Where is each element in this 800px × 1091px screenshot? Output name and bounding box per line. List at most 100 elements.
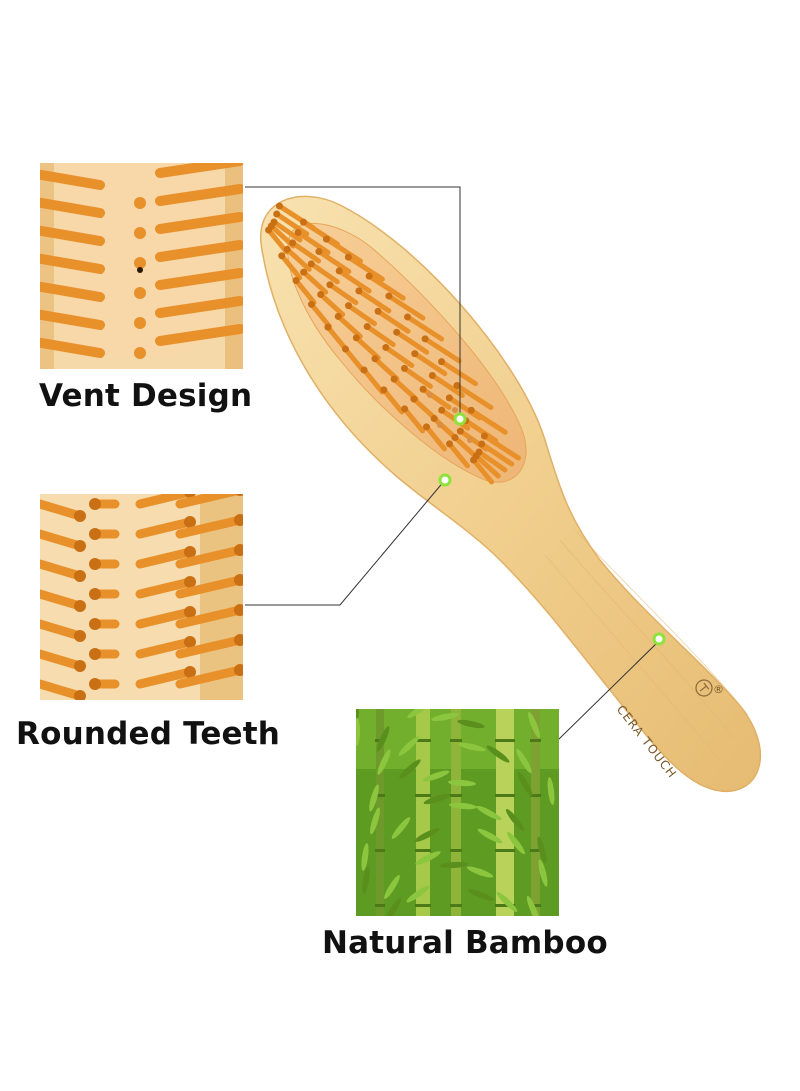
- bristle-tip: [453, 381, 461, 389]
- bristle-tip: [438, 358, 446, 366]
- bamboo-leaf: [384, 875, 400, 899]
- rounded-tooth: [175, 575, 243, 599]
- bamboo-leaf: [449, 802, 477, 810]
- bristle-tip: [273, 210, 281, 218]
- bamboo-node: [415, 739, 431, 742]
- bristle: [439, 359, 479, 387]
- closeup-bristle: [40, 281, 105, 302]
- bristle: [366, 273, 406, 301]
- callout-lines: [245, 186, 661, 741]
- bristle: [316, 248, 352, 274]
- bristle-tip: [430, 415, 438, 423]
- rounded-tooth: [40, 559, 85, 581]
- bristle: [318, 292, 346, 318]
- bamboo-node: [530, 849, 541, 852]
- bamboo-leaf: [399, 759, 421, 779]
- bamboo-leaf: [528, 711, 540, 739]
- closeup-bristle: [40, 309, 105, 330]
- bamboo-stalk: [376, 709, 384, 916]
- bristle-tip: [421, 335, 429, 343]
- bamboo-node: [495, 904, 515, 907]
- bamboo-node: [530, 904, 541, 907]
- bamboo-leaf: [538, 859, 548, 887]
- bristle: [279, 253, 303, 281]
- bristle: [301, 269, 329, 295]
- callout-line-vent: [245, 186, 461, 418]
- bristle-tip: [307, 260, 315, 268]
- bristle: [308, 301, 332, 329]
- bamboo-node: [375, 904, 385, 907]
- bristle-tip: [393, 328, 401, 336]
- bamboo-leaf: [537, 836, 547, 864]
- bristle-tip: [363, 323, 371, 331]
- bristle-tip: [410, 395, 418, 403]
- closeup-bristle: [40, 253, 105, 274]
- rounded-tooth-tip: [89, 558, 101, 570]
- rounded-tooth-tip: [74, 630, 86, 642]
- bristle-tip: [355, 287, 363, 295]
- bristle: [420, 386, 452, 410]
- rounded-tooth: [175, 494, 243, 509]
- bristle: [325, 324, 349, 352]
- bristle-tip: [478, 440, 486, 448]
- bristle: [454, 382, 494, 410]
- bristle-tip: [428, 371, 436, 379]
- bristle: [323, 236, 363, 264]
- bristle-tip: [289, 239, 297, 247]
- closeup-bristle-base: [134, 317, 146, 329]
- vent-holes: [427, 392, 473, 443]
- bamboo-leaf: [370, 807, 380, 835]
- natural-bamboo-label: Natural Bamboo: [322, 925, 608, 961]
- bristle-tip: [307, 300, 315, 308]
- bristle: [375, 308, 411, 334]
- bamboo-leaf: [376, 726, 390, 752]
- bristle-tip: [467, 406, 475, 414]
- bristle: [424, 424, 448, 452]
- bristle: [335, 313, 363, 339]
- bristle: [361, 367, 385, 395]
- bristle: [473, 453, 501, 479]
- bristle-tip: [322, 235, 330, 243]
- bamboo-leaf: [507, 831, 525, 855]
- bamboo-node: [530, 739, 541, 742]
- rounded-tooth-tip: [234, 664, 243, 676]
- bristle: [293, 278, 317, 306]
- bamboo-node: [495, 849, 515, 852]
- rounded-tooth: [175, 665, 243, 689]
- rounded-tooth-tip: [74, 510, 86, 522]
- bristle: [383, 344, 415, 368]
- rounded-tooth-tip: [89, 678, 101, 690]
- bristle-tip: [326, 281, 334, 289]
- bamboo-leaf: [415, 851, 441, 865]
- bamboo-leaf: [458, 742, 486, 752]
- rounded-tooth: [40, 649, 85, 671]
- bamboo-leaf: [362, 866, 370, 894]
- bristle-tip: [380, 386, 388, 394]
- bristle-tip: [385, 292, 393, 300]
- bristle-tip: [456, 427, 464, 435]
- closeup-bristle: [155, 184, 243, 206]
- rounded-tooth-tip: [184, 546, 196, 558]
- bristle: [481, 433, 521, 461]
- rounded-tooth-tip: [234, 604, 243, 616]
- bristle: [345, 254, 385, 282]
- bristle-tip: [317, 291, 325, 299]
- bristle-tip: [374, 307, 382, 315]
- rounded-tooth: [135, 494, 195, 509]
- bamboo-leaf: [422, 770, 450, 782]
- bamboo-leaf: [356, 709, 359, 723]
- closeup-bristle-base: [134, 227, 146, 239]
- brand-logo: [695, 679, 713, 697]
- bristle: [284, 246, 312, 272]
- bamboo-node: [495, 739, 515, 742]
- bristle-tip: [283, 245, 291, 253]
- rounded-tooth-tip: [89, 498, 101, 510]
- bristle-tip: [278, 252, 286, 260]
- bamboo-leaf: [361, 843, 369, 871]
- bristle: [308, 261, 340, 285]
- bristle: [391, 376, 419, 402]
- callout-dot-bamboo: [652, 632, 666, 646]
- rounded-tooth: [40, 499, 85, 521]
- bamboo-leaf: [457, 719, 485, 729]
- bristle: [468, 407, 508, 435]
